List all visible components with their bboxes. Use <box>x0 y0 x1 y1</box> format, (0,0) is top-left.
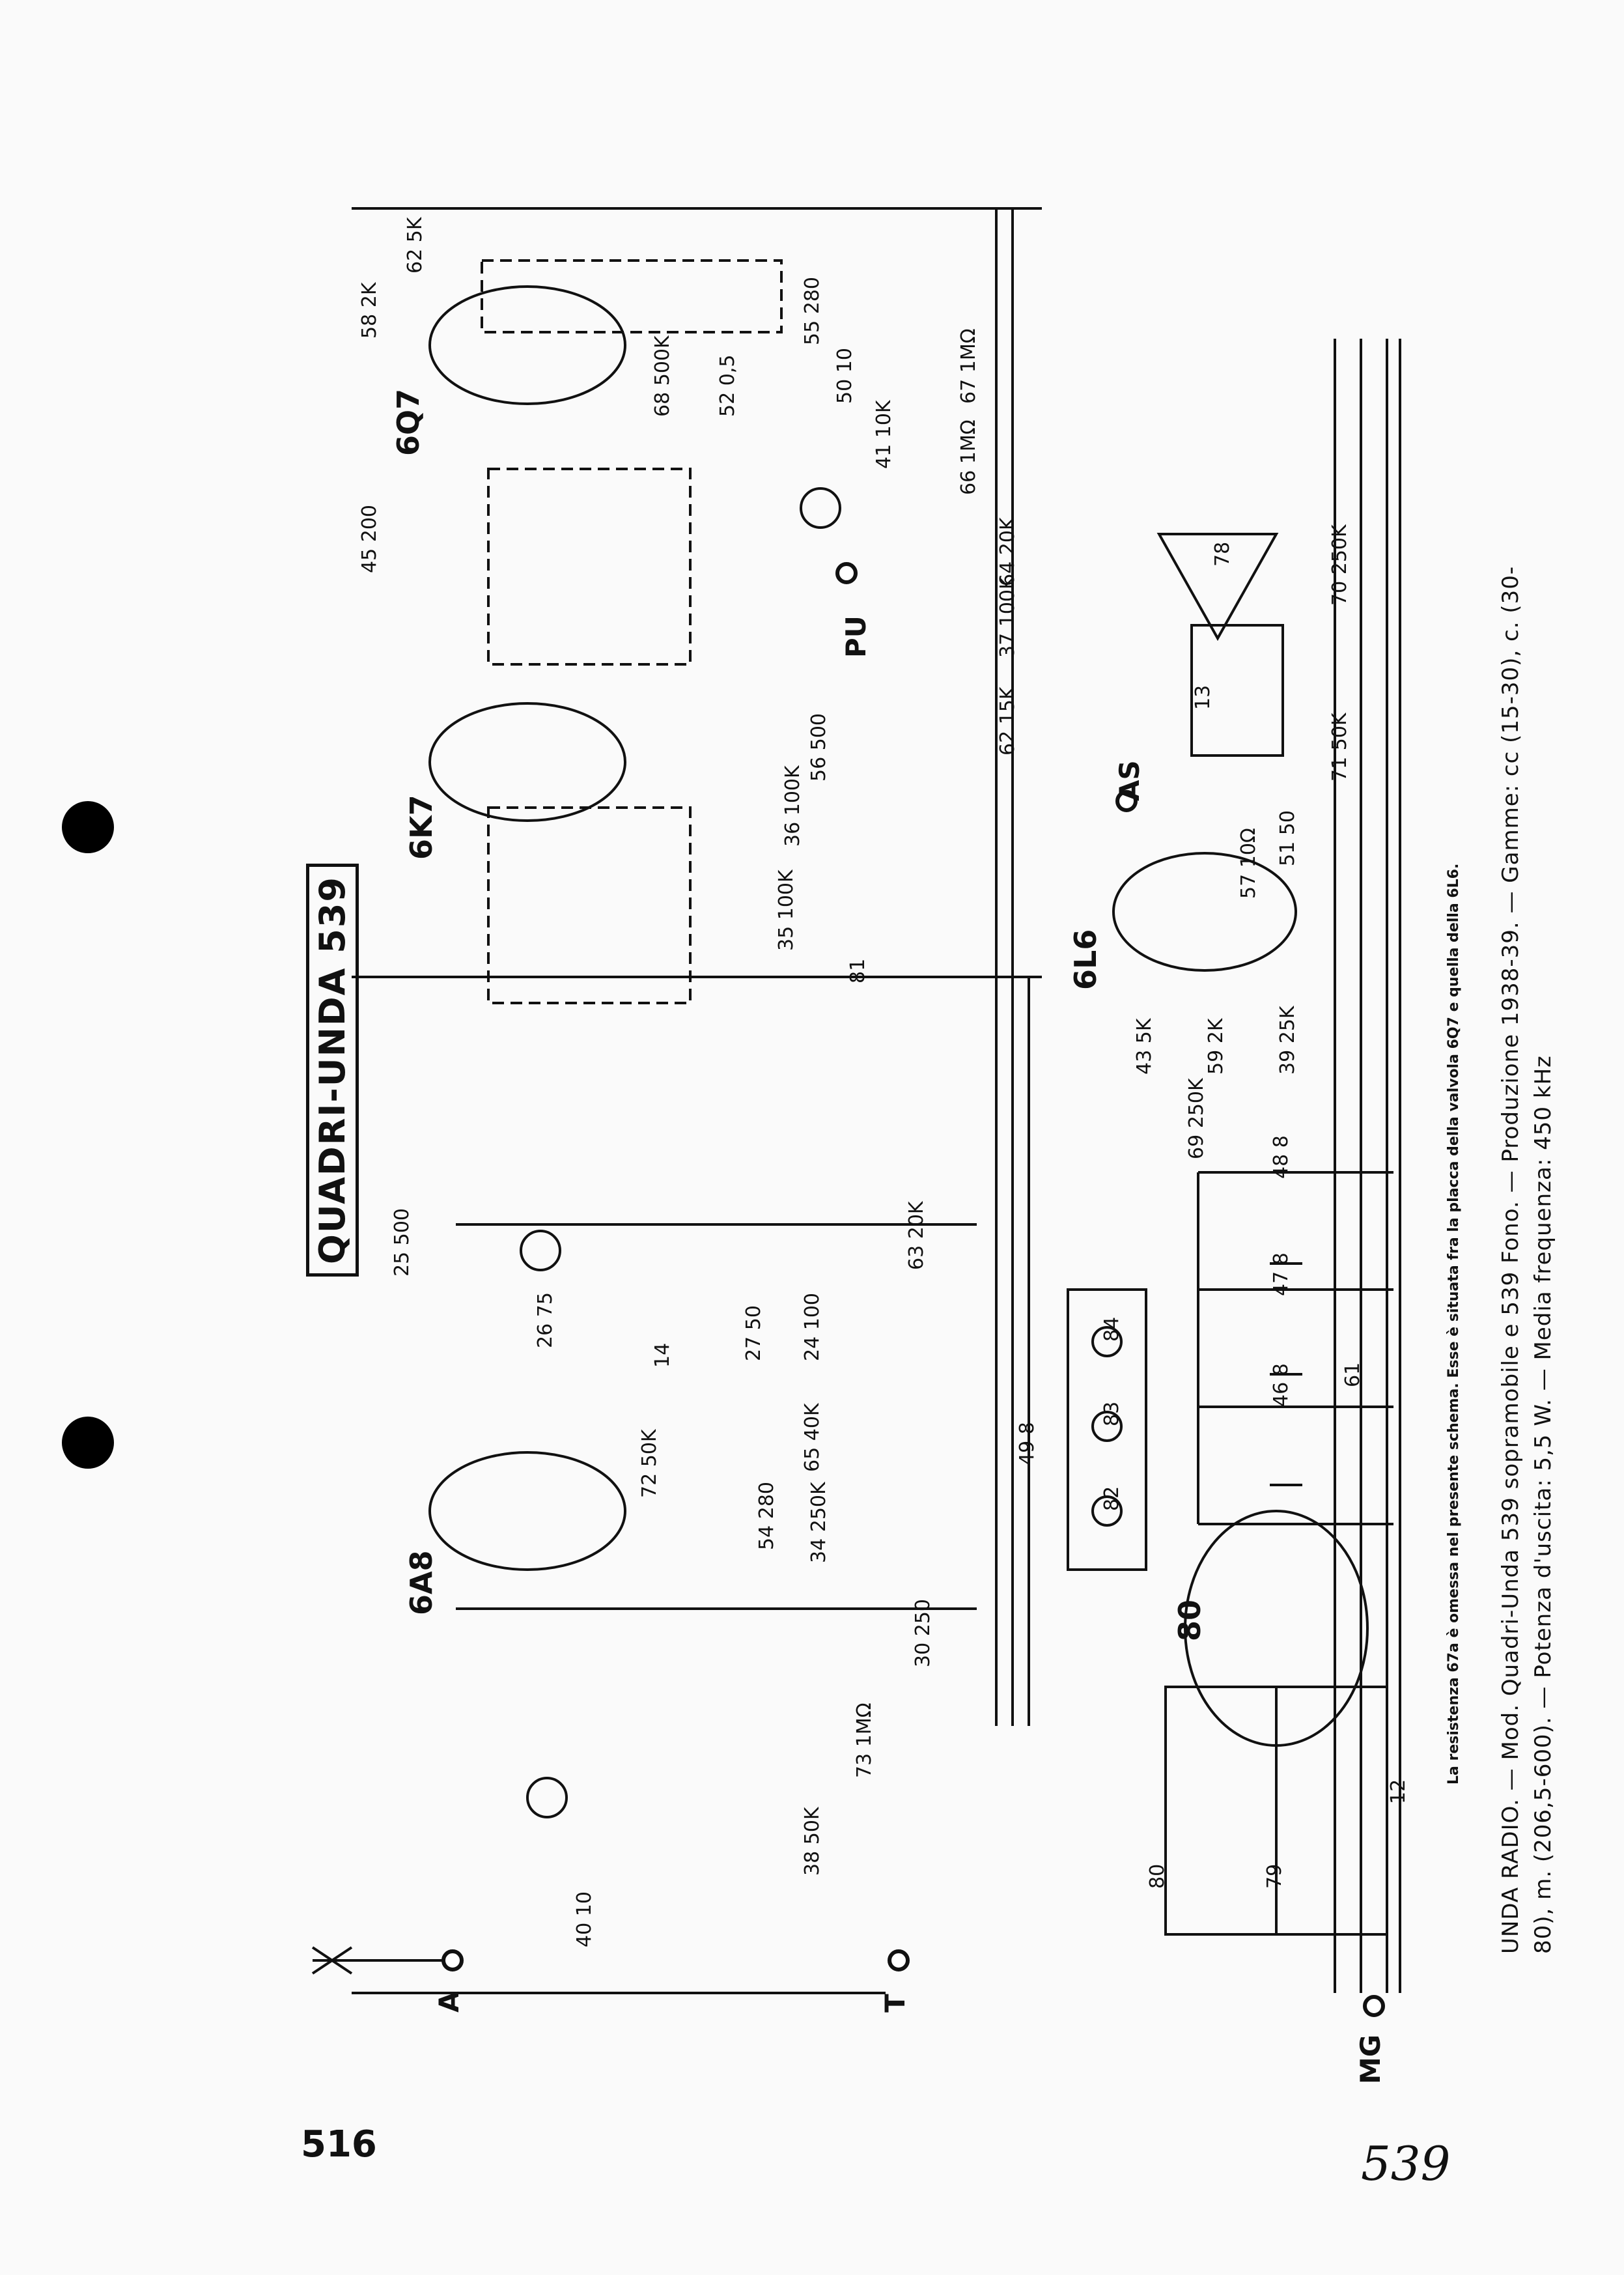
terminal-as-label: AS <box>1113 760 1145 801</box>
component-label: 24 100 <box>801 1293 824 1361</box>
component-label: 51 50 <box>1276 810 1299 866</box>
component-label: 45 200 <box>358 505 381 573</box>
component-label: 72 50K <box>638 1429 661 1498</box>
caption-note: La resistenza 67a è omessa nel presente … <box>1446 863 1462 1785</box>
component-label: 81 <box>847 958 869 983</box>
component-label: 41 10K <box>873 400 895 469</box>
component-label: 78 <box>1211 541 1234 567</box>
component-label: 38 50K <box>801 1807 824 1876</box>
component-label: 71 50K <box>1328 713 1351 782</box>
component-label: 59 2K <box>1205 1018 1227 1075</box>
component-label: 39 25K <box>1276 1006 1299 1075</box>
schematic-title: QUADRI-UNDA 539 <box>306 864 359 1277</box>
component-label: 37 100K <box>996 576 1019 658</box>
component-label: 35 100K <box>775 869 798 951</box>
component-label: 43 5K <box>1133 1018 1156 1075</box>
component-label: 47 8 <box>1270 1252 1293 1296</box>
component-label: 84 <box>1100 1316 1123 1342</box>
terminal-pu-label: PU <box>840 615 872 658</box>
terminal-t-label: T <box>879 1994 911 2013</box>
component-label: 62 5K <box>404 217 427 274</box>
component-label: 62 15K <box>996 686 1019 756</box>
component-label: 66 1MΩ <box>957 419 980 495</box>
component-label: 63 20K <box>905 1201 928 1270</box>
component-label: 69 250K <box>1185 1078 1208 1159</box>
component-label: 55 280 <box>801 277 824 345</box>
component-label: 52 0,5 <box>716 354 739 417</box>
component-label: 73 1MΩ <box>853 1703 876 1778</box>
component-label: 54 280 <box>755 1482 778 1550</box>
component-label: 12 <box>1387 1779 1410 1804</box>
component-label: 27 50 <box>742 1305 765 1361</box>
tube-label-6q7: 6Q7 <box>391 388 426 456</box>
component-label: 56 500 <box>807 713 830 782</box>
component-label: 80 <box>1146 1863 1169 1889</box>
component-label: 13 <box>1192 685 1214 710</box>
component-label: 50 10 <box>833 348 856 404</box>
component-label: 68 500K <box>651 335 674 417</box>
component-label: 36 100K <box>781 765 804 847</box>
caption-line-2: 80), m. (206,5-600). — Potenza d'uscita:… <box>1530 1055 1556 1954</box>
component-label: 83 <box>1100 1401 1123 1426</box>
component-label: 30 250 <box>912 1599 934 1667</box>
component-label: 65 40K <box>801 1403 824 1472</box>
component-label: 67 1MΩ <box>957 328 980 404</box>
terminal-mg-label: MG <box>1354 2034 1386 2084</box>
component-label: 26 75 <box>534 1292 557 1348</box>
component-label: 61 <box>1341 1362 1364 1387</box>
component-label: 79 <box>1263 1863 1286 1889</box>
component-label: 25 500 <box>391 1208 413 1277</box>
component-label: 34 250K <box>807 1482 830 1563</box>
page-number: 516 <box>301 2123 377 2166</box>
component-label: 46 8 <box>1270 1363 1293 1407</box>
component-label: 57 10Ω <box>1237 828 1260 899</box>
component-label: 70 250K <box>1328 524 1351 606</box>
tube-label-6k7: 6K7 <box>404 795 439 860</box>
component-label: 49 8 <box>1016 1422 1039 1465</box>
punch-hole <box>62 1417 114 1469</box>
handwritten-number: 539 <box>1361 2136 1451 2191</box>
title-text: QUADRI-UNDA 539 <box>312 876 353 1264</box>
punch-hole <box>62 801 114 853</box>
component-label: 58 2K <box>358 282 381 339</box>
component-label: 40 10 <box>573 1891 596 1947</box>
component-label: 82 <box>1100 1486 1123 1511</box>
component-label: 48 8 <box>1270 1135 1293 1179</box>
tube-label-80: 80 <box>1172 1599 1207 1641</box>
component-label: 14 <box>651 1342 674 1368</box>
tube-label-6a8: 6A8 <box>404 1550 439 1615</box>
tube-label-6l6: 6L6 <box>1068 929 1103 990</box>
caption-line-1: UNDA RADIO. — Mod. Quadri-Unda 539 sopra… <box>1498 565 1524 1954</box>
terminal-a-label: A <box>433 1991 465 2013</box>
